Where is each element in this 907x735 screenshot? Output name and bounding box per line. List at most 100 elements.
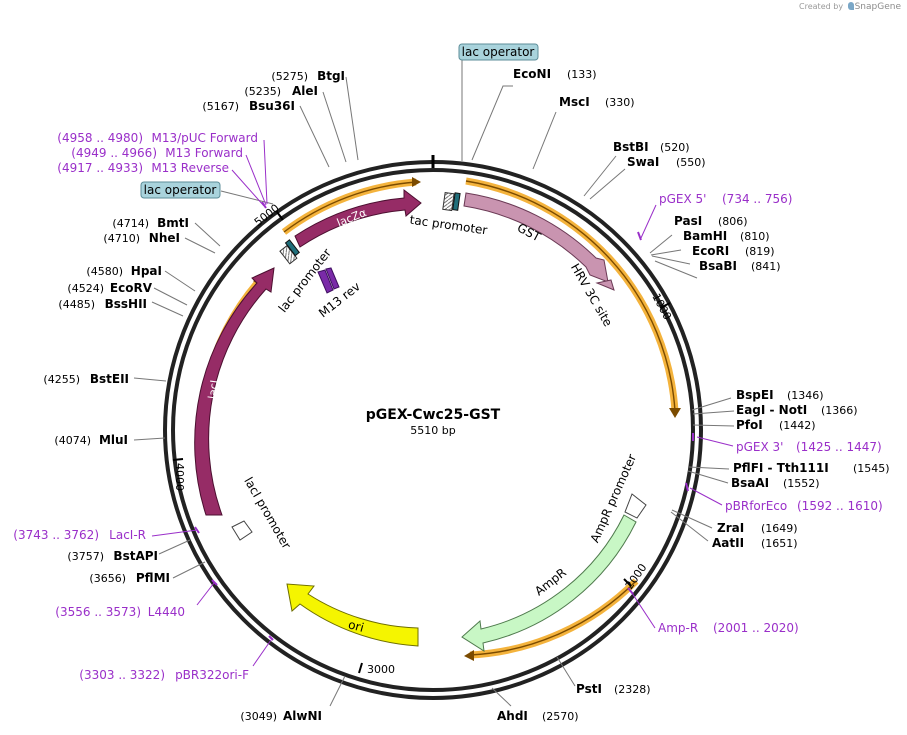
- site-callouts: [133, 58, 735, 707]
- ruler-tick-3000: [358, 662, 363, 674]
- feature-gst[interactable]: [463, 192, 609, 283]
- ruler-tick-5000: [276, 211, 284, 221]
- callout-pflfi: [688, 466, 730, 470]
- feature-lac-operator-2[interactable]: [284, 239, 300, 257]
- site-ecori-pos: (819): [745, 245, 775, 258]
- site-bsabi[interactable]: BsaBI: [699, 259, 737, 273]
- feature-lacz[interactable]: [294, 188, 422, 248]
- primer-l4440[interactable]: L4440: [148, 605, 185, 619]
- site-bstapi-pos: (3757): [67, 550, 104, 563]
- site-aatii-pos: (1651): [761, 537, 798, 550]
- callout-bamhi: [650, 249, 682, 256]
- site-swai[interactable]: SwaI: [627, 155, 659, 169]
- site-eagi-noti[interactable]: EagI - NotI: [736, 403, 807, 417]
- site-msci[interactable]: MscI: [559, 95, 590, 109]
- site-bamhi[interactable]: BamHI: [683, 229, 727, 243]
- site-pasi[interactable]: PasI: [674, 214, 702, 228]
- primer-pgex5[interactable]: pGEX 5': [659, 192, 706, 206]
- callout-btgi: [345, 76, 359, 161]
- site-psti-pos: (2328): [614, 683, 651, 696]
- primer-callouts: [151, 139, 734, 667]
- site-pflfi-tth111i[interactable]: PflFI - Tth111I: [733, 461, 829, 475]
- boxed-label-top[interactable]: lac operator: [458, 43, 539, 61]
- feature-lac-operator-1[interactable]: [452, 192, 461, 211]
- site-aatii[interactable]: AatII: [712, 536, 744, 550]
- site-alwni-pos: (3049): [240, 710, 277, 723]
- feature-label-ori: ori: [347, 617, 366, 635]
- site-mlui[interactable]: MluI: [99, 433, 128, 447]
- site-bsaai[interactable]: BsaAI: [731, 476, 769, 490]
- site-bsshii[interactable]: BssHII: [105, 297, 147, 311]
- site-zrai[interactable]: ZraI: [717, 521, 744, 535]
- site-bsu36i[interactable]: Bsu36I: [249, 99, 295, 113]
- primer-mark-pgex5: [637, 231, 642, 241]
- site-ecori[interactable]: EcoRI: [692, 244, 729, 258]
- credit-brand: SnapGene: [854, 2, 901, 12]
- feature-tac-promoter[interactable]: [442, 191, 455, 212]
- callout-bmti: [194, 222, 221, 247]
- site-bmti[interactable]: BmtI: [157, 216, 189, 230]
- site-alei-pos: (5235): [244, 85, 281, 98]
- callout-bsteii: [133, 377, 167, 382]
- site-econi-pos: (133): [567, 68, 597, 81]
- site-nhei-pos: (4710): [103, 232, 140, 245]
- site-ahdi-pos: (2570): [542, 710, 579, 723]
- primer-mark-l4440: [211, 579, 218, 586]
- site-econi[interactable]: EcoNI: [513, 67, 551, 81]
- callout-bsu36i: [299, 105, 330, 168]
- site-btgi[interactable]: BtgI: [317, 69, 345, 83]
- primer-marks: [194, 201, 694, 641]
- site-psti[interactable]: PstI: [576, 682, 602, 696]
- snapgene-credit: Created by SnapGene: [799, 2, 901, 12]
- ruler-label-3000: 3000: [367, 663, 395, 676]
- feature-ori[interactable]: [286, 583, 419, 647]
- site-alei[interactable]: AleI: [292, 84, 318, 98]
- primer-pbrforeco[interactable]: pBRforEco: [725, 499, 787, 513]
- primer-m13-forward[interactable]: M13 Forward: [165, 146, 243, 160]
- site-mlui-pos: (4074): [54, 434, 91, 447]
- pcallout-l4440: [196, 582, 215, 606]
- pcallout-m13fwd: [245, 154, 267, 206]
- site-hpai[interactable]: HpaI: [131, 264, 162, 278]
- site-bstbi[interactable]: BstBI: [613, 140, 649, 154]
- site-pflmi-pos: (3656): [89, 572, 126, 585]
- site-alwni[interactable]: AlwNI: [283, 709, 322, 723]
- site-nhei[interactable]: NheI: [149, 231, 180, 245]
- feature-m13-rev-b[interactable]: [325, 267, 340, 290]
- pcallout-pgex3: [696, 436, 734, 447]
- boxed-label-left-bg: [140, 181, 221, 199]
- feature-ampr[interactable]: [461, 514, 637, 652]
- primer-pbr322ori[interactable]: pBR322ori-F: [175, 668, 249, 682]
- pcallout-ampr: [631, 592, 656, 629]
- callout-bspei: [691, 397, 732, 411]
- primer-laci-r[interactable]: LacI-R: [109, 528, 146, 542]
- site-bsteii[interactable]: BstEII: [90, 372, 129, 386]
- feature-label-laci-promoter: lacI promoter: [241, 475, 293, 552]
- site-bspei[interactable]: BspEI: [736, 388, 774, 402]
- callout-zrai: [671, 509, 713, 529]
- feature-m13-rev-a[interactable]: [317, 269, 334, 294]
- site-bamhi-pos: (810): [740, 230, 770, 243]
- callout-mlui: [133, 437, 166, 441]
- site-ecorv[interactable]: EcoRV: [110, 281, 153, 295]
- feature-laci-promoter[interactable]: [231, 520, 253, 541]
- callout-nhei: [184, 237, 216, 254]
- feature-hrv3c[interactable]: [595, 279, 615, 291]
- callout-pfoi: [692, 424, 735, 427]
- primer-m13-reverse[interactable]: M13 Reverse: [151, 161, 229, 175]
- site-pflmi[interactable]: PflMI: [136, 571, 170, 585]
- primer-pgex3[interactable]: pGEX 3': [736, 440, 783, 454]
- callout-swai: [589, 168, 626, 200]
- feature-label-tac-promoter: tac promoter: [409, 213, 488, 238]
- site-bsu36i-pos: (5167): [202, 100, 239, 113]
- primer-m13-puc-forward[interactable]: M13/pUC Forward: [151, 131, 258, 145]
- boxed-label-left[interactable]: lac operator: [140, 181, 221, 199]
- primer-ampr[interactable]: Amp-R: [658, 621, 698, 635]
- ruler-tick-2000: [623, 578, 632, 587]
- feature-ampr-promoter[interactable]: [624, 493, 647, 519]
- plasmid-name: pGEX-Cwc25-GST: [366, 407, 501, 423]
- feature-laci[interactable]: [194, 267, 275, 516]
- site-bstapi[interactable]: BstAPI: [113, 549, 158, 563]
- site-ahdi[interactable]: AhdI: [497, 709, 528, 723]
- site-pfoi[interactable]: PfoI: [736, 418, 763, 432]
